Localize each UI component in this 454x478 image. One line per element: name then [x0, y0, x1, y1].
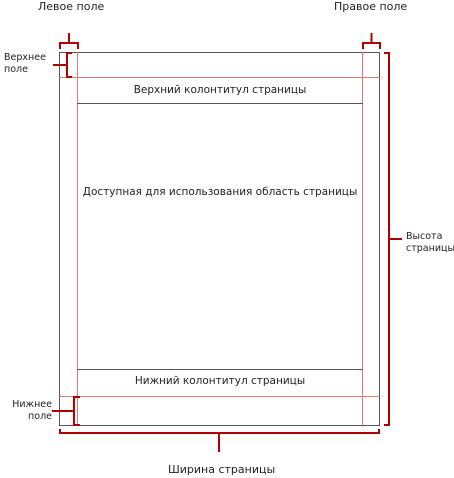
header-label: Верхний колонтитул страницы: [133, 84, 307, 96]
bottom-margin-label: Нижнее поле: [12, 399, 52, 422]
page-outline: [59, 52, 380, 426]
left-margin-label: Левое поле: [38, 0, 105, 13]
usable-area-label: Доступная для использования область стра…: [82, 186, 358, 198]
footer-label: Нижний колонтитул страницы: [134, 375, 306, 387]
page-height-bracket: [384, 52, 402, 426]
right-margin-label: Правое поле: [334, 0, 408, 13]
top-margin-label: Верхнее поле: [4, 52, 46, 75]
page-width-bracket: [59, 429, 380, 452]
page-width-label: Ширина страницы: [168, 463, 276, 476]
bottom-margin-bracket: [52, 396, 80, 426]
page-height-label: Высота страницы: [406, 231, 454, 254]
right-margin-bracket: [362, 33, 381, 49]
left-margin-bracket: [59, 33, 79, 49]
top-margin-bracket: [53, 52, 72, 78]
